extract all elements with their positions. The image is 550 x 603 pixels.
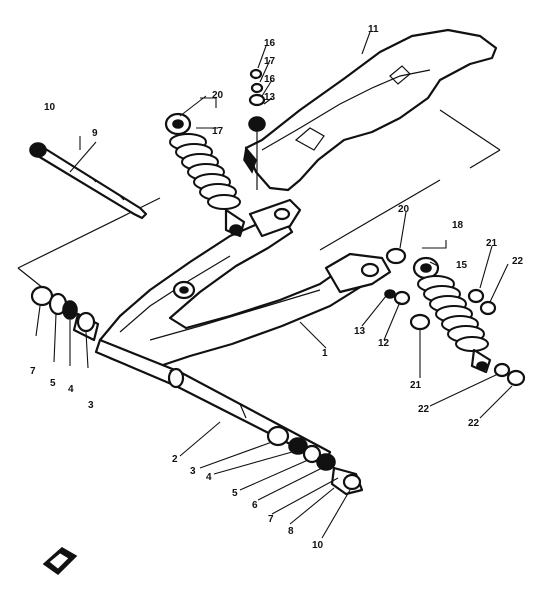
callout-3-left: 3 [88,400,94,411]
pivot-bolt-upper [29,142,148,220]
callout-21-lower: 22 [418,404,430,415]
leader-lines [35,31,513,539]
callout-7-right: 7 [268,514,274,525]
callout-22-lower: 22 [468,418,480,429]
callout-22-upper: 22 [512,256,524,267]
callout-10-lower: 10 [312,540,324,551]
callout-5-left: 5 [50,378,56,389]
callout-labels: 10 9 20 17 16 17 16 13 11 7 5 4 3 2 3 4 … [30,24,524,551]
callout-6: 6 [252,500,258,511]
front-direction-arrow-icon [42,547,78,576]
shock-spring-left [169,133,241,210]
callout-8: 8 [288,526,294,537]
callout-2: 2 [172,454,178,465]
callout-9: 9 [92,128,98,139]
callout-10-upper: 10 [44,102,56,113]
callout-17: 17 [264,56,276,67]
callout-16-top: 16 [264,38,276,49]
callout-19-right: 15 [456,260,468,271]
callout-18-left: 20 [212,90,224,101]
callout-20-lower: 21 [410,380,422,391]
callout-5-right: 5 [232,488,238,499]
callout-12: 12 [378,338,390,349]
callout-13-top: 13 [264,92,276,103]
pivot-bushings-left [30,285,100,342]
shock-mount-hardware-left [248,68,266,190]
callout-4-left: 4 [68,384,74,395]
shock-absorber-left [164,112,246,238]
callout-11: 11 [368,24,379,35]
shock-absorber-right [412,256,492,374]
shock-spring-right [417,275,489,352]
pivot-bushings-right [266,425,364,496]
callout-4-right: 4 [206,472,212,483]
callout-1: 1 [322,348,328,359]
swingarm [98,198,392,368]
callout-21-upper: 21 [486,238,498,249]
callout-3-right: 3 [190,466,196,477]
callout-19-left: 17 [212,126,224,137]
callout-16-mid: 16 [264,74,276,85]
callout-13-right: 13 [354,326,366,337]
callout-18-right: 18 [452,220,464,231]
shock-mount-hardware-right [384,247,526,387]
callout-20-upper: 20 [398,204,410,215]
chain-guard [243,28,498,192]
callout-7-left: 7 [30,366,36,377]
